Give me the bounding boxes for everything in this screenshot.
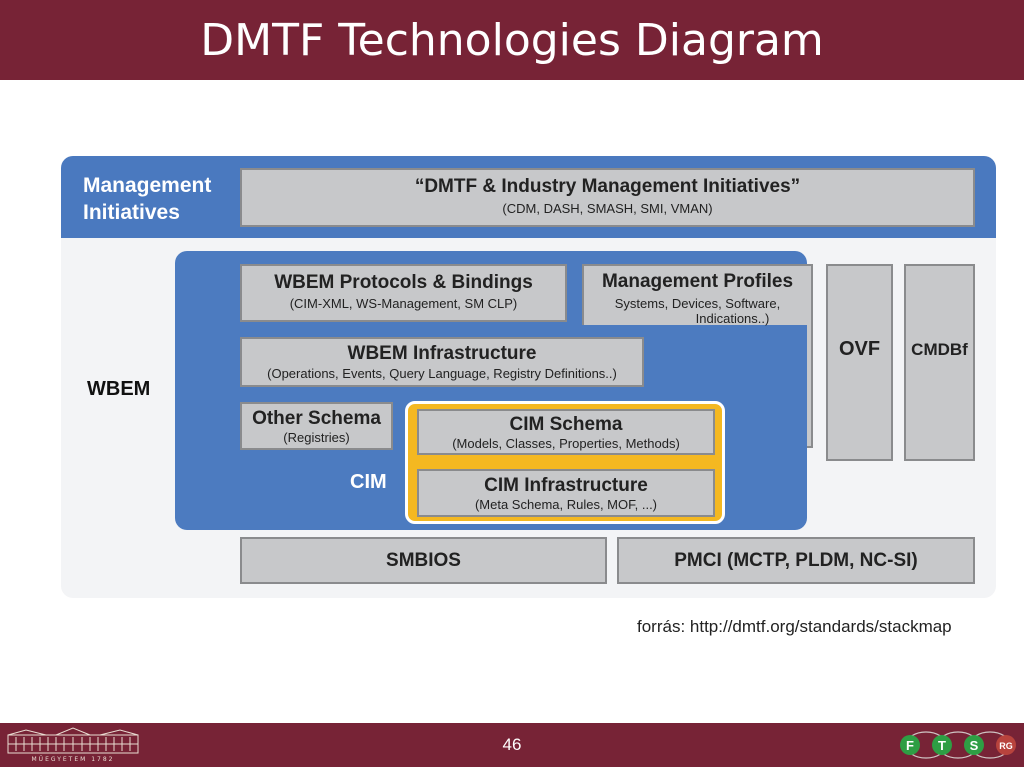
source-note: forrás: http://dmtf.org/standards/stackm… [637, 617, 952, 636]
university-building-logo: MŰEGYETEM 1782 [6, 727, 140, 767]
wbem-protocols-box: WBEM Protocols & Bindings (CIM-XML, WS-M… [240, 264, 567, 322]
other-schema-title: Other Schema [252, 408, 381, 429]
management-label-line2: Initiatives [83, 201, 180, 224]
cim-schema-title: CIM Schema [509, 414, 623, 435]
cim-schema-subtitle: (Models, Classes, Properties, Methods) [452, 436, 680, 451]
management-box-subtitle: (CDM, DASH, SMASH, SMI, VMAN) [502, 201, 713, 216]
wbem-infrastructure-title: WBEM Infrastructure [347, 343, 537, 364]
title-bar [0, 0, 1024, 80]
management-profiles-sub-line2: Indications..) [695, 311, 770, 326]
ovf-label: OVF [838, 338, 881, 360]
wbem-protocols-title: WBEM Protocols & Bindings [274, 272, 533, 293]
smbios-label: SMBIOS [386, 550, 461, 571]
cim-label: CIM [350, 471, 387, 493]
pmci-label: PMCI (MCTP, PLDM, NC-SI) [674, 550, 918, 571]
dmtf-stack-diagram: Management Initiatives “DMTF & Industry … [61, 156, 996, 598]
wbem-infrastructure-subtitle: (Operations, Events, Query Language, Reg… [267, 366, 617, 381]
management-box-title: “DMTF & Industry Management Initiatives” [414, 176, 801, 197]
cim-schema-box: CIM Schema (Models, Classes, Properties,… [417, 409, 715, 455]
pmci-box: PMCI (MCTP, PLDM, NC-SI) [617, 537, 975, 584]
management-profiles-title: Management Profiles [601, 271, 794, 292]
wbem-protocols-subtitle: (CIM-XML, WS-Management, SM CLP) [289, 296, 518, 311]
wbem-infrastructure-box: WBEM Infrastructure (Operations, Events,… [240, 337, 644, 387]
other-schema-subtitle: (Registries) [283, 430, 350, 445]
cim-infrastructure-subtitle: (Meta Schema, Rules, MOF, ...) [474, 497, 658, 512]
management-initiatives-label: Management Initiatives [83, 172, 211, 226]
wbem-label: WBEM [87, 378, 151, 400]
management-profiles-box: Management Profiles Systems, Devices, So… [582, 264, 813, 326]
management-profiles-sub-line1: Systems, Devices, Software, [614, 296, 781, 311]
cmdbf-box: CMDBf [904, 264, 975, 461]
smbios-box: SMBIOS [240, 537, 607, 584]
logo-letters-rg: RG [999, 741, 1013, 751]
management-label-line1: Management [83, 174, 212, 197]
management-initiatives-box: “DMTF & Industry Management Initiatives”… [240, 168, 975, 227]
slide-title: DMTF Technologies Diagram [200, 15, 824, 66]
cim-infrastructure-box: CIM Infrastructure (Meta Schema, Rules, … [417, 469, 715, 517]
cmdbf-label: CMDBf [911, 340, 968, 359]
cim-infrastructure-title: CIM Infrastructure [484, 475, 648, 496]
logo-letter-s: S [970, 738, 979, 753]
logo-letter-f: F [906, 738, 914, 753]
page-number: 46 [502, 735, 522, 754]
ovf-box: OVF [826, 264, 893, 461]
university-logo-text: MŰEGYETEM 1782 [32, 756, 115, 763]
other-schema-box: Other Schema (Registries) [240, 402, 393, 450]
logo-letter-t: T [938, 738, 946, 753]
footer-bar: MŰEGYETEM 1782 46 F T S RG [0, 723, 1024, 767]
ftsrg-logo: F T S RG [896, 729, 1020, 766]
